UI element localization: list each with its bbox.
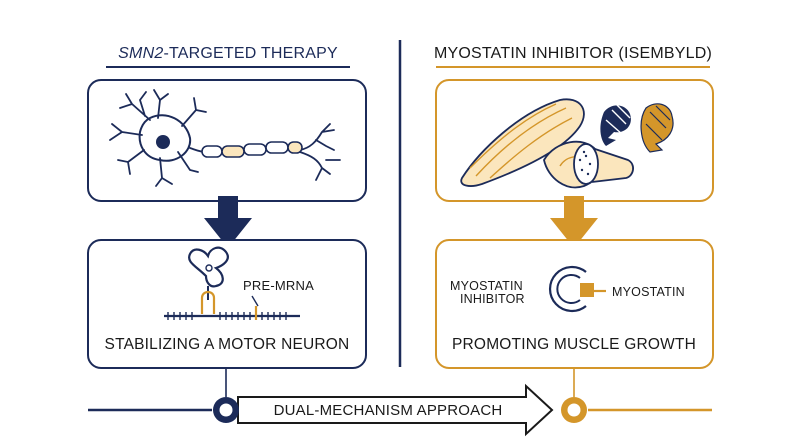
neuron-box: [87, 79, 367, 202]
right-down-arrow: [550, 196, 598, 248]
myostatin-label: MYOSTATIN: [612, 285, 685, 299]
inhibitor-label-line1: MYOSTATIN: [450, 279, 523, 293]
approach-arrow: [237, 383, 554, 437]
pre-mrna-label: PRE-MRNA: [243, 278, 314, 293]
right-node-inner: [567, 403, 581, 417]
muscle-icon: [460, 98, 634, 189]
protein-structure-icon: [600, 103, 674, 153]
rna-structure-icon: [164, 246, 300, 320]
right-panel-title: MYOSTATIN INHIBITOR (ISEMBYLD): [434, 45, 712, 62]
pre-mrna-pointer: [251, 295, 259, 307]
antibody-ring-icon: [548, 265, 594, 313]
left-panel-title: SMN2-TARGETED THERAPY: [118, 45, 338, 62]
right-panel: MYOSTATIN INHIBITOR (ISEMBYLD) MYOST: [434, 45, 714, 369]
right-caption: PROMOTING MUSCLE GROWTH: [452, 336, 696, 353]
left-node-inner: [219, 403, 233, 417]
motor-neuron-icon: [109, 89, 341, 187]
left-caption: STABILIZING A MOTOR NEURON: [105, 336, 350, 353]
myelin-sheath-icon: [201, 141, 303, 158]
left-down-arrow: [204, 196, 252, 248]
dual-mechanism-timeline: DUAL-MECHANISM APPROACH: [88, 368, 712, 437]
left-panel: SMN2-TARGETED THERAPY: [87, 45, 367, 369]
neuron-nucleus: [156, 135, 170, 149]
left-mechanism-box: [87, 239, 367, 369]
inhibitor-label-line2: INHIBITOR: [460, 292, 525, 306]
approach-label: DUAL-MECHANISM APPROACH: [274, 402, 503, 419]
